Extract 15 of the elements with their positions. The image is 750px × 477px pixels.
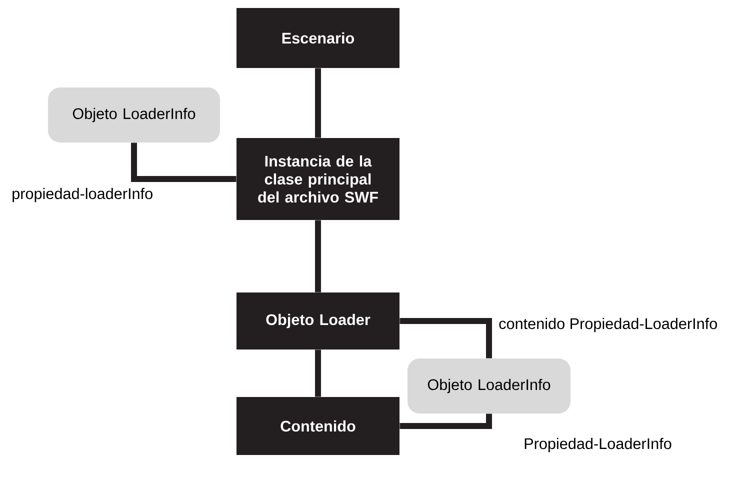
edge-label: propiedad-loaderInfo [12, 188, 152, 202]
connector-line [400, 414, 492, 429]
connector-line [315, 220, 321, 292]
edge-label: Propiedad-LoaderInfo [524, 438, 672, 452]
connector-line [315, 350, 321, 397]
process-box: Escenario [236, 8, 400, 68]
connector-line [131, 142, 236, 182]
process-box: Objeto Loader [236, 292, 400, 350]
edge-label: contenido Propiedad-LoaderInfo [499, 318, 717, 332]
connector-line [315, 68, 321, 138]
object-box: Objeto LoaderInfo [48, 88, 220, 142]
connector-line [400, 318, 492, 358]
object-box: Objeto LoaderInfo [408, 358, 570, 414]
process-box: Instancia de la clase principal del archivo SWF [236, 138, 400, 220]
process-box: Contenido [236, 397, 400, 455]
